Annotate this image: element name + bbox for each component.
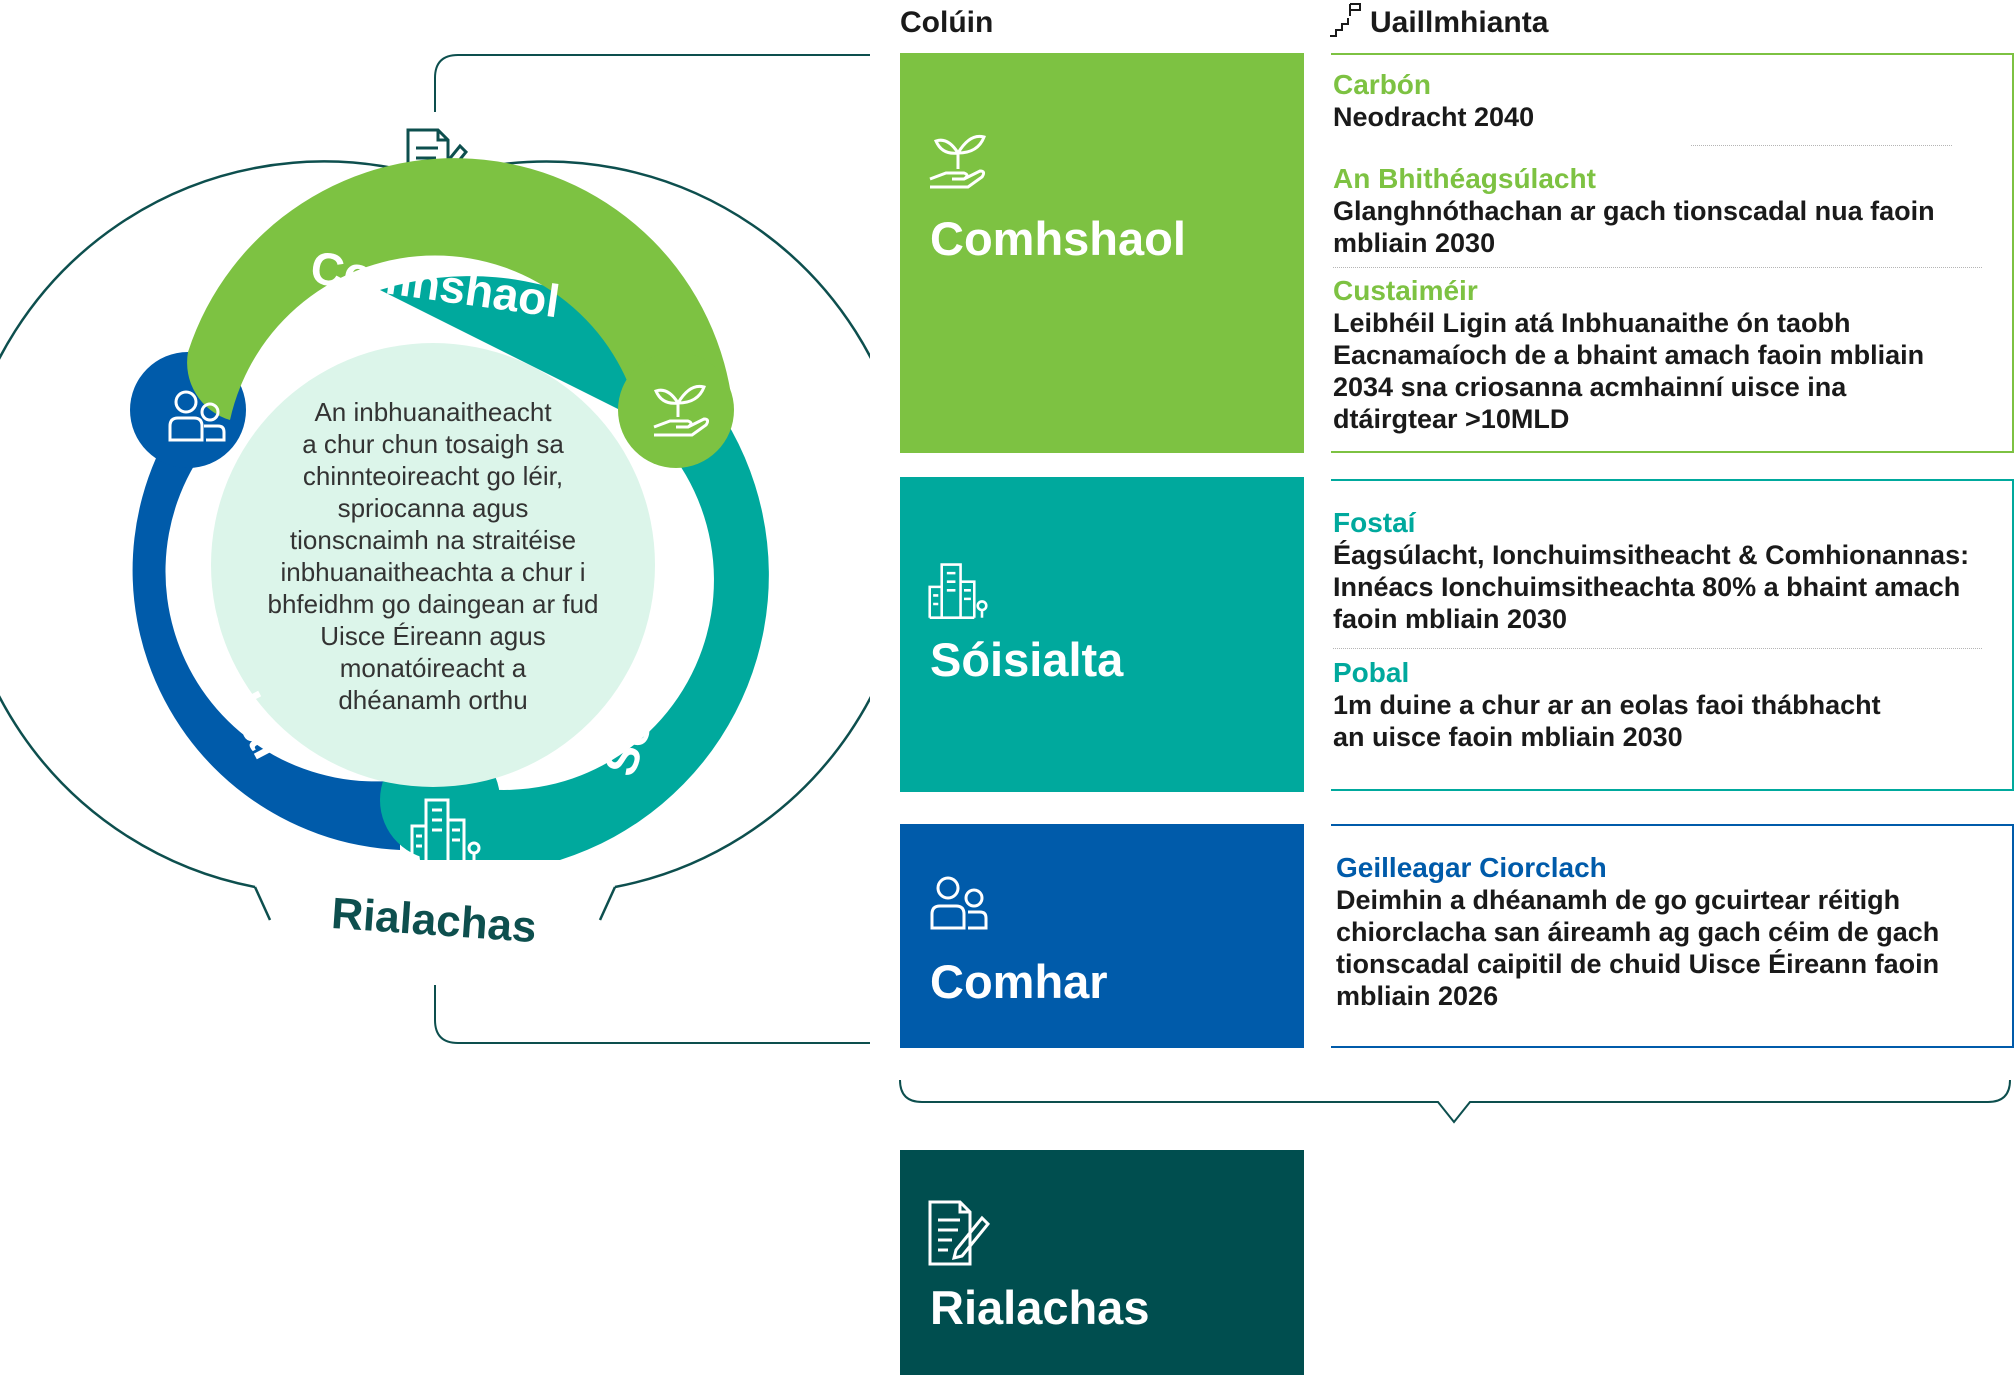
pillar-rialachas: Rialachas bbox=[900, 1150, 1304, 1375]
center-description: An inbhuanaitheacht a chur chun tosaigh … bbox=[267, 397, 599, 715]
ambition-item: An Bhithéagsúlacht Glanghnóthachan ar ga… bbox=[1333, 163, 1992, 259]
ambition-text: Glanghnóthachan ar gach tionscadal nua f… bbox=[1333, 196, 1935, 226]
pillar-title: Sóisialta bbox=[930, 633, 1124, 686]
ambition-item: Pobal 1m duine a chur ar an eolas faoi t… bbox=[1333, 657, 1992, 753]
ambitions-header: Uaillmhianta bbox=[1370, 6, 1549, 39]
top-connector-line bbox=[434, 54, 870, 112]
ambition-label: Fostaí bbox=[1333, 507, 1416, 538]
brace bbox=[899, 1079, 2011, 1124]
outer-ring-left bbox=[0, 160, 394, 889]
ambition-text: mbliain 2026 bbox=[1336, 981, 1499, 1011]
ambition-text: tionscadal caipitil de chuid Uisce Éirea… bbox=[1336, 949, 1940, 979]
ring-label-rialachas: Rialachas bbox=[330, 889, 538, 952]
ambition-label: Carbón bbox=[1333, 69, 1431, 100]
document-pen-icon bbox=[928, 1200, 990, 1266]
ambition-text: faoin mbliain 2030 bbox=[1333, 604, 1568, 634]
ambition-item: Fostaí Éagsúlacht, Ionchuimsitheacht & C… bbox=[1333, 507, 1992, 635]
buildings-icon bbox=[410, 798, 481, 864]
ambition-text: dtáirgtear >10MLD bbox=[1333, 404, 1570, 434]
ambition-text: 2034 sna criosanna acmhainní uisce ina bbox=[1333, 372, 1847, 402]
stairs-flag-icon bbox=[1328, 0, 1362, 40]
people-icon bbox=[930, 876, 988, 930]
ambition-text: Leibhéil Ligin atá Inbhuanaithe ón taobh bbox=[1333, 308, 1851, 338]
sustainability-wheel: Comhshaol Sóisialta Comhar Rialachas bbox=[0, 54, 870, 1044]
ambitions-comhar: Geilleagar Ciorclach Deimhin a dhéanamh … bbox=[1331, 824, 2014, 1048]
ring-segment-comhshaol bbox=[187, 158, 733, 434]
buildings-icon bbox=[928, 563, 988, 619]
pillar-comhshaol: Comhshaol bbox=[900, 53, 1304, 453]
ambition-label: Custaiméir bbox=[1333, 275, 1478, 306]
ambition-item: Geilleagar Ciorclach Deimhin a dhéanamh … bbox=[1336, 852, 1992, 1012]
pillar-title: Rialachas bbox=[930, 1281, 1150, 1334]
ring-segment-comhar bbox=[132, 358, 400, 850]
ambition-text: Éagsúlacht, Ionchuimsitheacht & Comhiona… bbox=[1333, 540, 1970, 570]
ambition-label: Geilleagar Ciorclach bbox=[1336, 852, 1607, 883]
governance-ambition: Cultúr comhlíonta inbhuanaitheachta agus… bbox=[1334, 1263, 1812, 1325]
center-circle bbox=[211, 343, 655, 787]
ambitions-comhshaol: Carbón Neodracht 2040 An Bhithéagsúlacht… bbox=[1331, 53, 2014, 453]
ambition-label: An Bhithéagsúlacht bbox=[1333, 163, 1596, 194]
ambition-text: an uisce faoin mbliain 2030 bbox=[1333, 722, 1683, 752]
hand-plant-icon bbox=[653, 384, 710, 437]
hand-plant-icon bbox=[929, 134, 986, 189]
people-icon bbox=[168, 390, 226, 442]
ambition-text: Neodracht 2040 bbox=[1333, 102, 1535, 132]
ambition-text: Eacnamaíoch de a bhaint amach faoin mbli… bbox=[1333, 340, 1925, 370]
bottom-connector-line bbox=[434, 985, 870, 1044]
ambition-text: chiorclacha san áireamh ag gach céim de … bbox=[1336, 917, 1940, 947]
ambition-text: Deimhin a dhéanamh de go gcuirtear réiti… bbox=[1336, 885, 1901, 915]
ambition-text: 1m duine a chur ar an eolas faoi thábhac… bbox=[1333, 690, 1881, 720]
ambition-label: Pobal bbox=[1333, 657, 1410, 688]
ambition-text: mbliain 2030 bbox=[1333, 228, 1496, 258]
pillar-title: Comhshaol bbox=[930, 212, 1186, 265]
outer-ring-right bbox=[477, 160, 870, 889]
pillar-soisialta: Sóisialta bbox=[900, 477, 1304, 792]
ambition-text: Innéacs Ionchuimsitheachta 80% a bhaint … bbox=[1333, 572, 1961, 602]
pillars-header: Colúin bbox=[900, 6, 994, 39]
pillar-comhar: Comhar bbox=[900, 824, 1304, 1048]
ambition-item: Carbón Neodracht 2040 bbox=[1333, 69, 1992, 133]
pillar-title: Comhar bbox=[930, 955, 1108, 1008]
ambitions-soisialta: Fostaí Éagsúlacht, Ionchuimsitheacht & C… bbox=[1331, 479, 2014, 791]
ambition-item: Custaiméir Leibhéil Ligin atá Inbhuanait… bbox=[1333, 275, 1992, 435]
